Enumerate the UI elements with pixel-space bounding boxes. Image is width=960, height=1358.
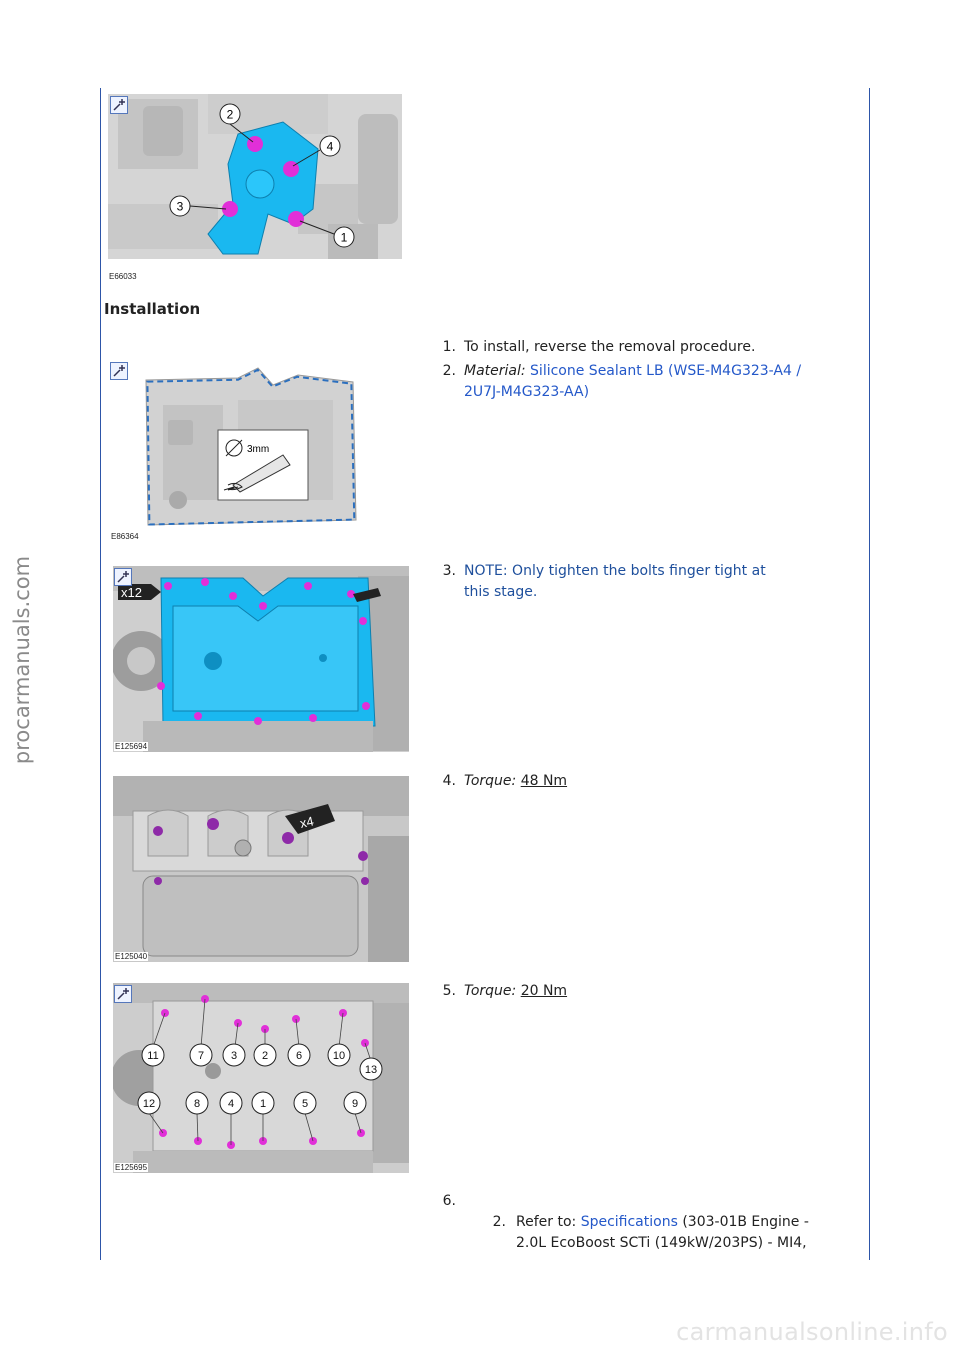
zoom-plus-icon[interactable] (110, 96, 128, 114)
figure-oil-pan-x12[interactable]: x12 E125694 (113, 566, 409, 752)
sequence-callout-2: 2 (262, 1050, 268, 1062)
step-6: 6. 2. Refer to: Specifications (303-01B … (432, 1191, 862, 1261)
dimension-label: 3mm (247, 444, 269, 455)
figure-code: E66033 (108, 272, 138, 281)
quantity-callout: x12 (121, 585, 142, 600)
sequence-callout-13: 13 (365, 1064, 377, 1076)
figure-code: E125694 (114, 742, 149, 751)
figure-code: E125695 (114, 1163, 149, 1172)
step-3: 3. NOTE: Only tighten the bolts finger t… (432, 561, 862, 605)
step-4: 4. Torque: 48 Nm (432, 771, 862, 793)
svg-text:3: 3 (177, 200, 184, 214)
figure-code: E125040 (114, 952, 149, 961)
sequence-callout-12: 12 (143, 1098, 155, 1110)
step-number: 2. (442, 363, 456, 379)
sequence-callout-7: 7 (198, 1050, 204, 1062)
sequence-callout-1: 1 (260, 1098, 266, 1110)
torque-value: 48 Nm (520, 773, 568, 789)
zoom-plus-icon[interactable] (114, 568, 132, 586)
left-margin-rule (100, 88, 101, 1260)
zoom-plus-icon[interactable] (114, 985, 132, 1003)
step-number: 6. (442, 1193, 456, 1209)
section-heading: Installation (104, 300, 201, 318)
substep-text: Refer to: Specifications (303-01B Engine… (516, 1214, 809, 1251)
note-text: NOTE: Only tighten the bolts finger tigh… (464, 563, 766, 579)
material-link-cont[interactable]: 2U7J-M4G323-AA) (464, 384, 590, 400)
callout-3: 3 (169, 195, 191, 217)
figure-bolts-x4[interactable]: x4 E125040 (113, 776, 409, 962)
bottom-watermark: carmanualsonline.info (676, 1318, 948, 1346)
figure-sealant-application[interactable]: 3mm E86364 (108, 360, 360, 545)
callout-2: 2 (219, 103, 241, 125)
material-label: Material: (464, 363, 526, 379)
figure-oil-pump-bolts[interactable]: 2 4 3 1 E66033 (108, 94, 402, 284)
sequence-callout-10: 10 (333, 1050, 345, 1062)
sequence-callout-4: 4 (228, 1098, 234, 1110)
step-text: To install, reverse the removal procedur… (464, 339, 756, 355)
sequence-callout-9: 9 (352, 1098, 358, 1110)
callout-4: 4 (319, 135, 341, 157)
torque-label: Torque: (464, 773, 517, 789)
specifications-link[interactable]: Specifications (580, 1214, 678, 1230)
step-5: 5. Torque: 20 Nm (432, 981, 862, 1003)
figure-code: E86364 (110, 532, 140, 541)
step-2: 2. Material: Silicone Sealant LB (WSE-M4… (432, 361, 862, 405)
material-link[interactable]: Silicone Sealant LB (WSE-M4G323-A4 / (530, 363, 802, 379)
torque-label: Torque: (464, 983, 517, 999)
svg-text:4: 4 (327, 140, 334, 154)
figure-bolt-sequence[interactable]: 11 7 3 2 6 10 13 12 8 4 1 5 9 E125695 (113, 983, 409, 1173)
step-number: 5. (442, 983, 456, 999)
svg-text:1: 1 (341, 231, 348, 245)
callout-1: 1 (333, 226, 355, 248)
step-number: 4. (442, 773, 456, 789)
step-number: 1. (442, 339, 456, 355)
sequence-callout-3: 3 (231, 1050, 237, 1062)
sequence-callout-5: 5 (302, 1098, 308, 1110)
step-1: 1. To install, reverse the removal proce… (432, 337, 862, 359)
quantity-callout: x4 (299, 813, 316, 831)
torque-value: 20 Nm (520, 983, 568, 999)
zoom-plus-icon[interactable] (110, 362, 128, 380)
svg-text:2: 2 (227, 108, 234, 122)
sequence-callout-6: 6 (296, 1050, 302, 1062)
step-number: 3. (442, 563, 456, 579)
note-text-cont: this stage. (464, 584, 538, 600)
right-margin-rule (869, 88, 870, 1260)
substep-number: 2. (492, 1214, 506, 1230)
sequence-callout-8: 8 (194, 1098, 200, 1110)
sequence-callout-11: 11 (147, 1050, 158, 1062)
side-watermark: procarmanuals.com (10, 555, 34, 765)
